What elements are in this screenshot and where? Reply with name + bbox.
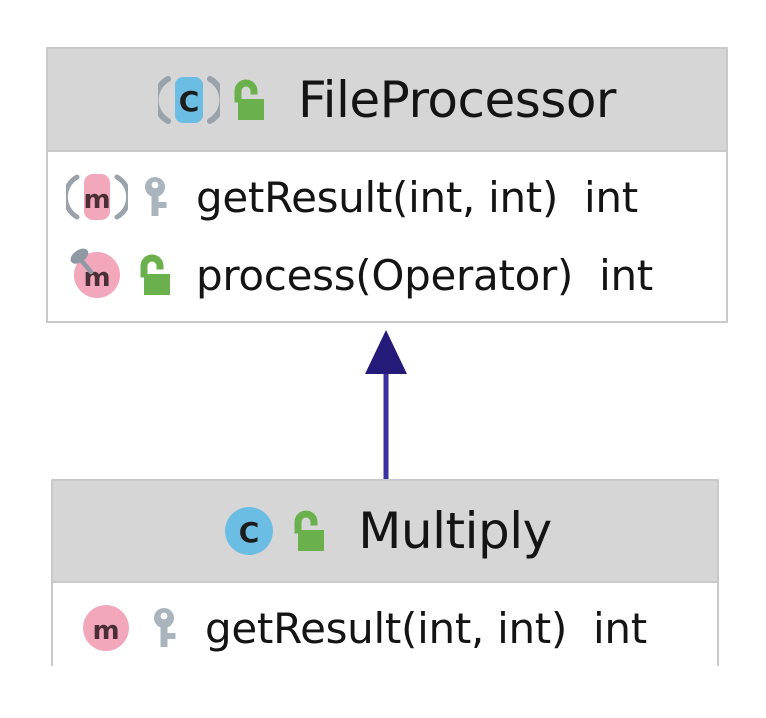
protected-key-icon: [132, 172, 178, 222]
method-icon: m: [75, 600, 137, 656]
member-return-type: int: [593, 603, 647, 653]
class-icon: C: [218, 502, 280, 560]
abstract-method-icon: m: [66, 169, 128, 225]
member-list-fileprocessor: m getResult(int, int) int: [48, 152, 726, 314]
class-box-multiply[interactable]: C Multiply m: [51, 479, 719, 667]
generalization-arrow[interactable]: [358, 322, 414, 482]
member-row[interactable]: m process(Operator) int: [48, 236, 726, 314]
public-lock-icon: [286, 506, 332, 556]
public-lock-icon: [132, 250, 178, 300]
protected-key-icon: [141, 603, 187, 653]
member-return-type: int: [584, 172, 638, 222]
svg-text:C: C: [239, 516, 260, 549]
svg-text:m: m: [92, 616, 119, 646]
class-box-fileprocessor[interactable]: C FileProcessor m: [46, 47, 728, 323]
abstract-class-icon: C: [158, 71, 220, 129]
member-list-multiply: m getResult(int, int) int: [53, 583, 717, 667]
member-signature: process(Operator): [196, 250, 574, 300]
member-row[interactable]: m getResult(int, int) int: [48, 158, 726, 236]
member-signature: getResult(int, int): [196, 172, 559, 222]
public-lock-icon: [226, 75, 272, 125]
class-header-multiply[interactable]: C Multiply: [53, 481, 717, 583]
class-header-fileprocessor[interactable]: C FileProcessor: [48, 49, 726, 152]
svg-text:m: m: [83, 185, 110, 215]
svg-text:C: C: [179, 85, 200, 118]
member-return-type: int: [599, 250, 653, 300]
member-signature: getResult(int, int): [205, 603, 568, 653]
member-row[interactable]: m getResult(int, int) int: [53, 589, 717, 667]
class-name-label: FileProcessor: [298, 70, 617, 129]
class-name-label: Multiply: [358, 502, 552, 560]
overriding-method-icon: m: [66, 247, 128, 303]
